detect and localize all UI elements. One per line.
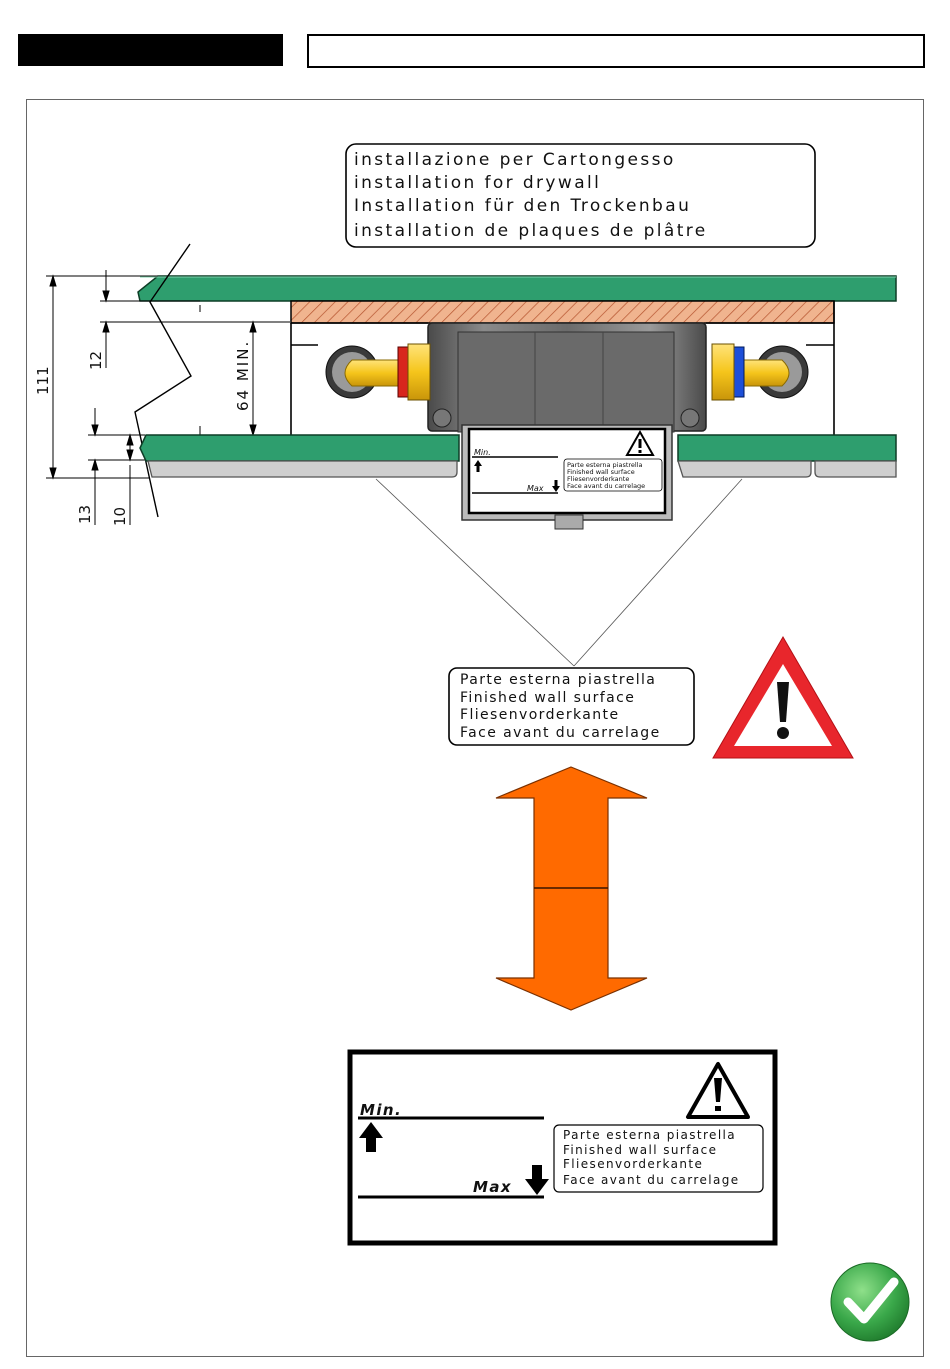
dim-bottom-a: 13 xyxy=(76,505,94,524)
gauge-min-label: Min. xyxy=(360,1101,402,1119)
metal-studs xyxy=(290,301,835,435)
small-depth-gauge: Min. Max Parte esterna piastrella Finish… xyxy=(467,427,667,515)
check-mark-icon xyxy=(830,1262,910,1342)
title-line-it: installazione per Cartongesso xyxy=(354,150,676,170)
small-label-line-en: Finished wall surface xyxy=(567,468,635,476)
dim-min-depth: 64 MIN. xyxy=(234,340,252,411)
small-up-arrow-icon xyxy=(474,460,482,472)
small-gauge-min: Min. xyxy=(474,448,491,457)
large-depth-gauge: Min. Max Parte esterna piastrella Finish… xyxy=(347,1049,778,1246)
wood-batten xyxy=(290,300,835,324)
double-arrow-icon xyxy=(495,766,648,1011)
gauge-label-line-it: Parte esterna piastrella xyxy=(563,1128,736,1142)
small-down-arrow-icon xyxy=(552,480,560,492)
title-line-fr: installation de plaques de plâtre xyxy=(354,221,708,241)
title-line-en: installation for drywall xyxy=(354,173,601,193)
dimension-labels: 111 12 64 MIN. 13 10 xyxy=(34,340,252,526)
surface-line-en: Finished wall surface xyxy=(460,690,635,706)
warning-triangle-icon xyxy=(712,636,854,759)
up-arrow-icon xyxy=(359,1122,383,1152)
gauge-label-line-en: Finished wall surface xyxy=(563,1143,717,1157)
surface-line-it: Parte esterna piastrella xyxy=(460,672,656,688)
surface-line-de: Fliesenvorderkante xyxy=(460,707,619,723)
title-line-de: Installation für den Trockenbau xyxy=(354,196,691,216)
gauge-label-line-fr: Face avant du carrelage xyxy=(563,1173,740,1187)
small-label-line-fr: Face avant du carrelage xyxy=(567,482,645,490)
title-callout: installazione per Cartongesso installati… xyxy=(345,143,816,248)
tile-layer xyxy=(147,460,897,478)
surface-line-fr: Face avant du carrelage xyxy=(460,725,661,741)
down-arrow-icon xyxy=(525,1165,549,1195)
surface-callout: Parte esterna piastrella Finished wall s… xyxy=(448,667,695,746)
dim-bottom-b: 10 xyxy=(111,507,129,526)
top-drywall-panel xyxy=(137,275,897,302)
leader-lines xyxy=(375,478,743,667)
left-inlet-pipe xyxy=(325,343,431,401)
dimension-lines xyxy=(46,270,290,525)
header-black-bar xyxy=(18,34,283,66)
small-label-line-de: Fliesenvorderkante xyxy=(567,475,629,483)
right-inlet-pipe xyxy=(711,343,809,401)
header-title-box xyxy=(307,34,925,68)
small-gauge-max: Max xyxy=(527,484,544,493)
small-label-line-it: Parte esterna piastrella xyxy=(567,461,643,469)
gauge-max-label: Max xyxy=(473,1178,512,1196)
gauge-label-line-de: Fliesenvorderkante xyxy=(563,1157,703,1171)
dim-top: 12 xyxy=(87,351,105,370)
dim-total: 111 xyxy=(34,366,52,395)
